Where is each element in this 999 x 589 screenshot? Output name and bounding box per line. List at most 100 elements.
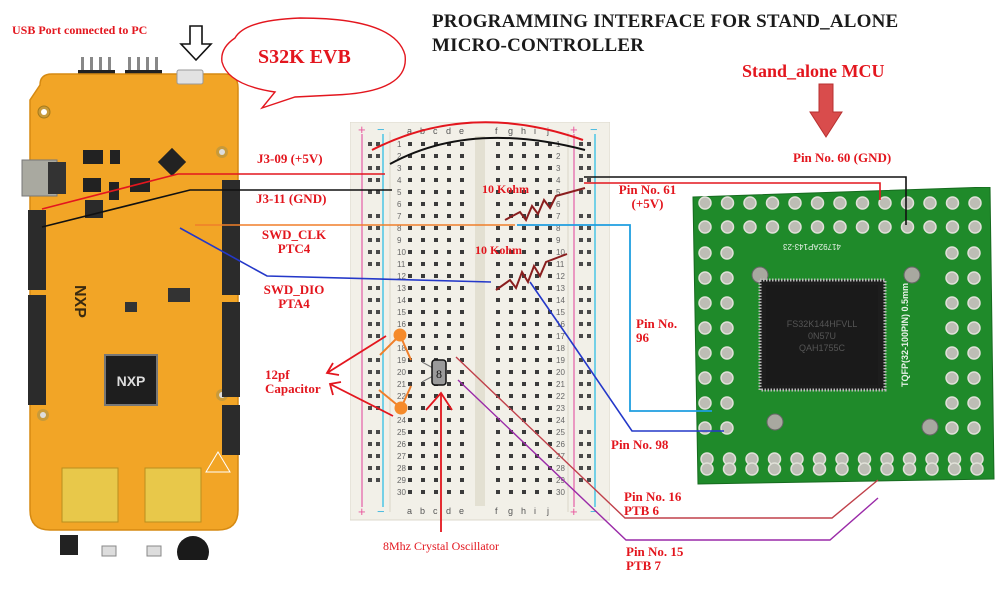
rail-polarity: − [377,504,385,519]
title-line-1: PROGRAMMING INTERFACE FOR STAND_ALONE [432,11,899,32]
column-letter: d [446,126,451,136]
row-number: 29 [397,476,406,485]
row-number: 3 [397,164,402,173]
mcu-arrow-icon [809,83,843,138]
column-letter: e [459,506,464,516]
label-resistor-1: 10 Kohm [482,182,530,196]
rail-polarity: + [358,122,366,137]
row-number: 24 [556,416,565,425]
resistor-1 [504,187,586,222]
column-letter: g [508,506,513,516]
usb-port [176,69,204,85]
row-number: 29 [556,476,565,485]
chip-marking-2: 0N57U [808,331,836,341]
wire-rail-gnd-jumper [389,136,586,165]
column-letter: b [420,506,425,516]
crystal-mark: 8 [436,367,442,381]
row-number: 26 [397,440,406,449]
right-header-1 [222,180,240,295]
row-number: 21 [397,380,406,389]
row-number: 19 [397,356,406,365]
nxp-logo-vertical: NXP [71,285,88,318]
crystal-oscillator [421,359,447,386]
wire-swd-dio [179,227,492,283]
s32k-evb-board: NXP NXP [21,57,240,560]
row-number: 18 [397,344,406,353]
wire-pin-15-ptb7 [457,379,879,541]
label-swd-dio: SWD_DIO PTA4 [258,282,330,312]
left-header-1 [28,210,46,290]
row-number: 23 [556,404,565,413]
row-number: 15 [556,308,565,317]
row-number: 14 [397,296,406,305]
label-crystal: 8Mhz Crystal Oscillator [383,539,499,553]
board-package-text: TQFP(32-100PIN) 0.5mm [900,283,910,387]
label-swd-dio-name: SWD_DIO [263,282,325,297]
rail-polarity: − [590,504,598,519]
label-capacitor-value: 12pf [265,367,290,382]
column-letter: c [433,506,438,516]
rail-polarity: + [358,504,366,519]
label-swd-clk-port: PTC4 [277,241,311,257]
row-number: 30 [397,488,406,497]
label-pin-61: Pin No. 61 (+5V) [610,182,685,212]
capacitor-arrows [325,335,394,417]
row-number: 25 [397,428,406,437]
row-number: 18 [556,344,565,353]
wire-rail-plus-jumper [371,121,584,151]
row-number: 8 [397,224,402,233]
row-number: 13 [397,284,406,293]
row-number: 12 [556,272,565,281]
row-number: 3 [556,164,561,173]
label-pin-60: Pin No. 60 (GND) [793,150,892,165]
wire-pin-60-gnd [584,176,907,225]
evb-speech-bubble [221,17,406,110]
label-j3-11: J3-11 (GND) [256,191,327,206]
rail-polarity: − [590,122,598,137]
label-swd-clk-name: SWD_CLK [261,227,327,242]
column-letter: j [546,506,549,516]
label-pin-61-number: Pin No. 61 [618,182,677,197]
row-number: 5 [397,188,402,197]
column-letter: i [534,506,536,516]
label-swd-dio-port: PTA4 [278,296,310,312]
buzzer [177,536,209,560]
rail-polarity: + [570,122,578,137]
label-pin-15-signal: PTB 7 [626,558,662,574]
row-number: 4 [556,176,561,185]
wire-pin-61-5v [584,182,881,200]
row-number: 28 [397,464,406,473]
touch-pad-2 [144,467,202,523]
row-number: 20 [397,368,406,377]
row-number: 25 [556,428,565,437]
row-number: 28 [556,464,565,473]
column-letter: g [508,126,513,136]
right-header-2 [222,302,240,397]
label-pin-96-number: 96 [636,330,649,346]
row-number: 7 [556,212,561,221]
label-capacitor: 12pf Capacitor [265,367,321,397]
rail-polarity: − [377,122,385,137]
capacitor-1 [379,328,412,361]
row-number: 2 [556,152,561,161]
row-number: 19 [556,356,565,365]
row-number: 21 [556,380,565,389]
label-resistor-2: 10 Kohm [475,243,523,257]
diagram-title: PROGRAMMING INTERFACE FOR STAND_ALONE MI… [432,10,898,58]
row-number: 9 [397,236,402,245]
row-number: 14 [556,296,565,305]
row-number: 11 [556,260,565,269]
row-number: 12 [397,272,406,281]
wire-pin-16-ptb6 [455,356,879,519]
nxp-logo: NXP [117,373,146,389]
crystal-arrow [425,391,453,532]
label-pin-15: Pin No. 15 PTB 7 [626,544,683,574]
row-number: 20 [556,368,565,377]
column-letter: h [521,506,526,516]
label-j3-09: J3-09 (+5V) [257,151,323,166]
rail-polarity: + [570,504,578,519]
row-number: 27 [397,452,406,461]
wire-pin-98 [529,281,724,432]
row-number: 9 [556,236,561,245]
